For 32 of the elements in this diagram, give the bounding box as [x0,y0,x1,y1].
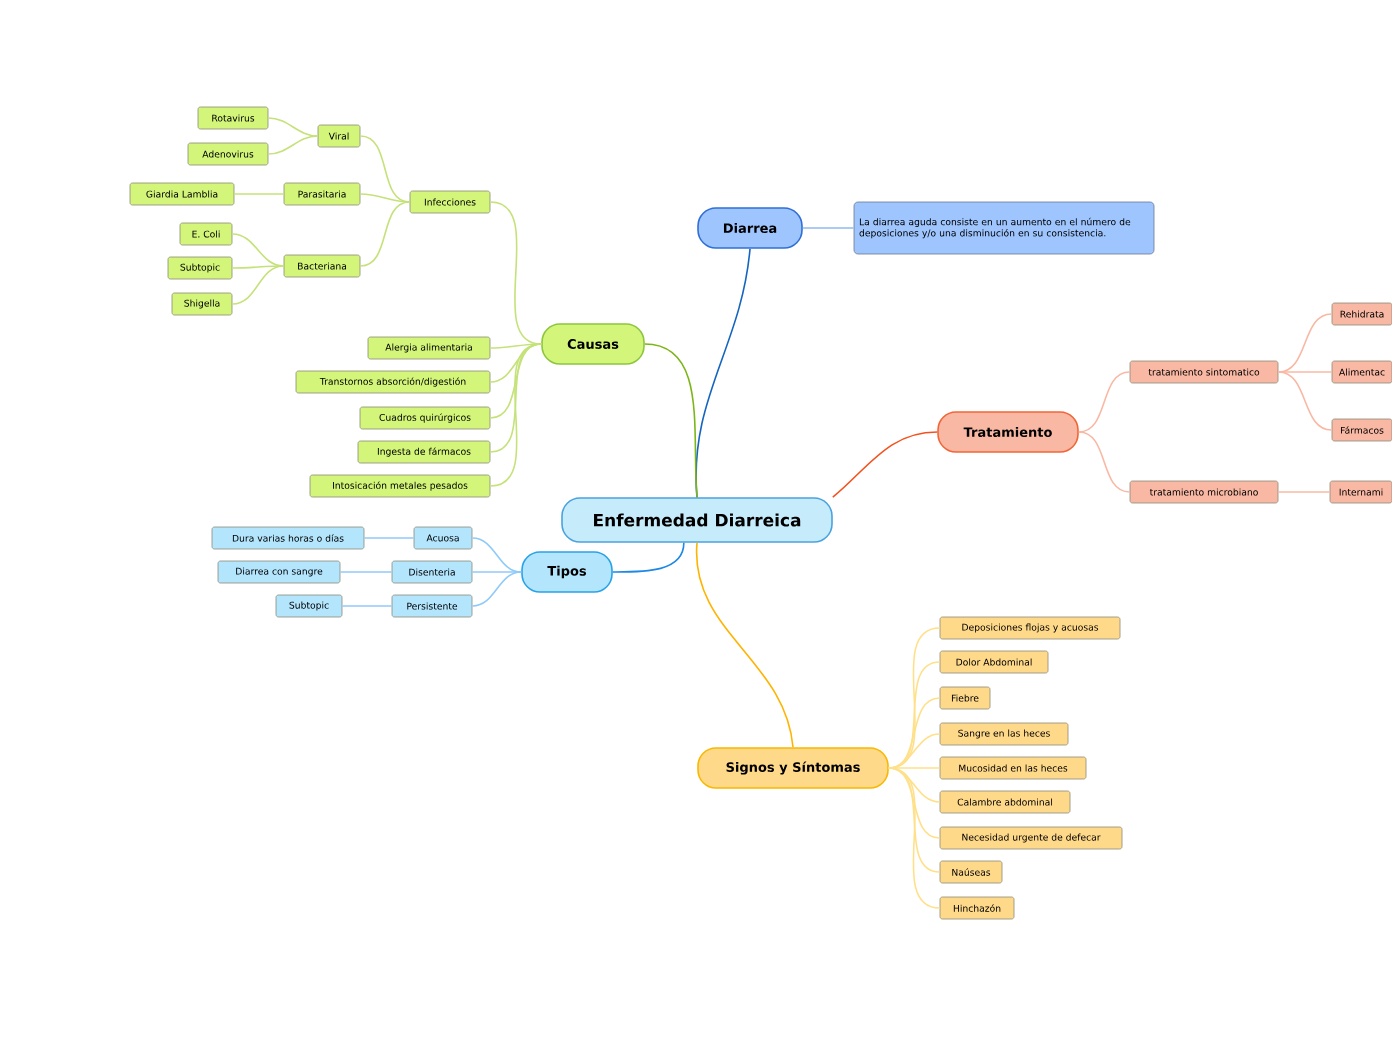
branch-line [359,135,411,203]
branch-line [489,343,542,453]
branch-line [888,767,941,769]
branch-line [267,135,319,155]
branch-line [231,265,285,305]
branch-line [341,605,393,607]
branch-line [1078,431,1131,493]
branch-line [1277,371,1333,373]
central-topic-box: Enfermedad Diarreica [561,497,833,543]
branch-line [832,431,938,498]
branch-line [471,537,522,573]
branch-line [802,227,855,229]
branch-line [267,117,319,137]
branch-line [489,343,542,487]
branch-line [888,767,941,909]
branch-line [1277,371,1333,431]
branch-line [888,733,941,769]
branch-line [471,571,522,607]
branch-line [339,571,393,573]
branch-line [231,265,285,269]
branch-line [644,343,698,498]
branch-line [359,193,411,203]
branch-line [612,542,685,573]
branch-line [888,767,941,873]
branch-line [1277,491,1331,493]
branch-line [233,193,285,195]
branch-line [1078,371,1131,433]
branch-line [359,201,411,267]
branch-line [489,343,542,349]
branch-line [696,542,794,748]
branch-line [363,537,415,539]
branch-line [471,571,522,573]
